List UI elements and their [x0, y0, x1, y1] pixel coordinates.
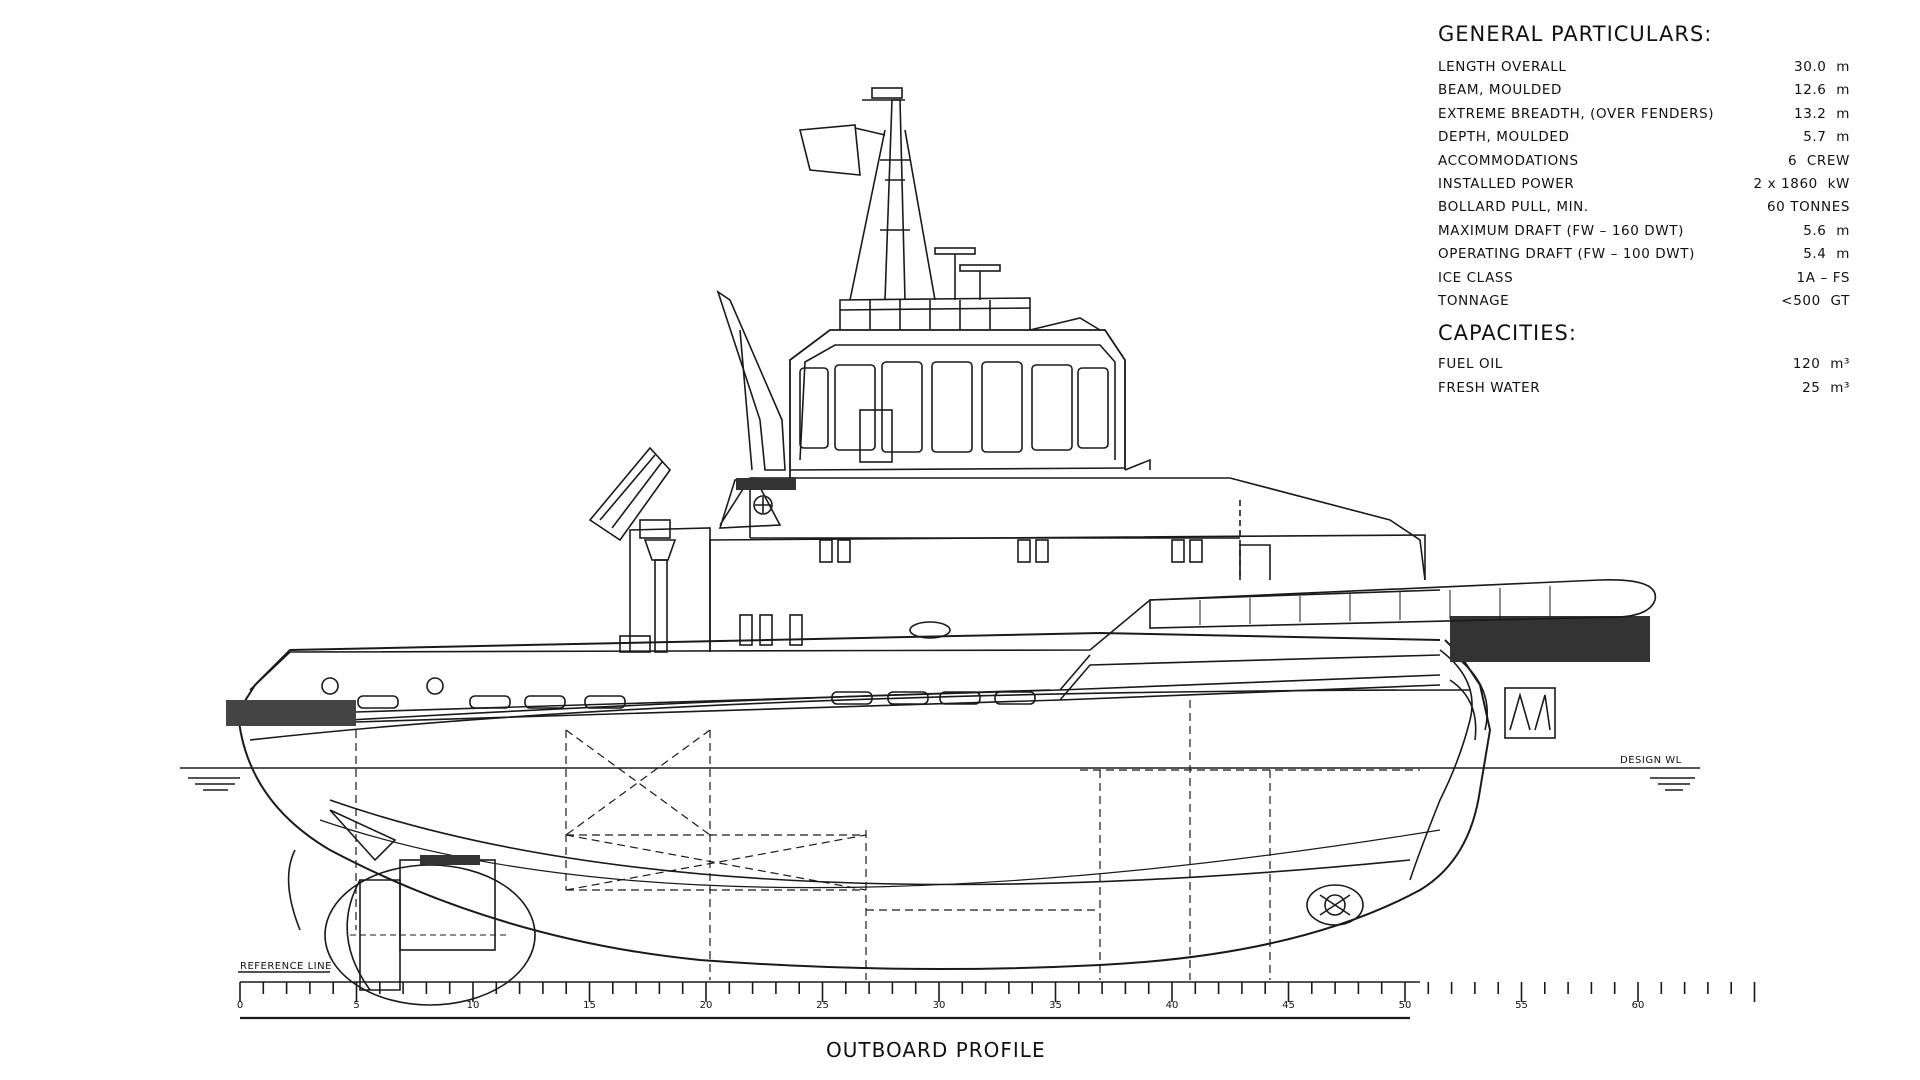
particular-value: 2 x 1860 kW [1753, 175, 1850, 192]
particular-row: BEAM, MOULDED 12.6 m [1438, 79, 1850, 102]
capacity-value: 120 m³ [1792, 356, 1850, 373]
deck-crane [588, 446, 677, 653]
capacity-label: FUEL OIL [1438, 356, 1503, 373]
particular-value: 30.0 m [1794, 59, 1850, 75]
scale-label: 35 [1049, 1000, 1062, 1011]
particular-value: 5.7 m [1803, 129, 1850, 146]
scale-label: 40 [1166, 1000, 1179, 1011]
particular-label: BOLLARD PULL, MIN. [1438, 199, 1589, 216]
hull [226, 616, 1650, 970]
capacity-row: FUEL OIL 120 m³ [1438, 353, 1850, 376]
particular-label: ICE CLASS [1438, 269, 1514, 286]
particular-value: 60 TONNES [1766, 199, 1850, 216]
reference-scale [238, 971, 1756, 1020]
particular-label: TONNAGE [1438, 292, 1510, 309]
capacities-list: FUEL OIL 120 m³ FRESH WATER 25 m³ [1438, 353, 1850, 400]
scale-label: 10 [467, 1000, 480, 1011]
capacity-value: 25 m³ [1802, 379, 1850, 396]
particular-row: LENGTH OVERALL 30.0 m [1438, 56, 1850, 79]
scale-label: 15 [583, 1000, 596, 1011]
stern-skeg [287, 809, 397, 931]
particular-value: 5.4 m [1803, 246, 1850, 263]
scale-label: 0 [237, 1000, 243, 1011]
capacities-title: CAPACITIES: [1438, 321, 1577, 346]
particular-label: MAXIMUM DRAFT (FW – 160 DWT) [1438, 222, 1684, 239]
scale-label: 30 [933, 1000, 946, 1011]
particular-row: ICE CLASS 1A – FS [1438, 267, 1850, 290]
wheelhouse [789, 297, 1151, 478]
internal-compartments [355, 700, 1420, 980]
scale-ticks [239, 982, 1756, 1002]
particular-label: EXTREME BREADTH, (OVER FENDERS) [1438, 105, 1715, 122]
general-particulars-title: GENERAL PARTICULARS: [1438, 22, 1713, 46]
specification-panel: GENERAL PARTICULARS: LENGTH OVERALL 30.0 … [1438, 18, 1850, 400]
scale-label: 5 [353, 1000, 359, 1011]
particular-value: 13.2 m [1794, 105, 1850, 122]
particular-row: EXTREME BREADTH, (OVER FENDERS) 13.2 m [1438, 103, 1850, 126]
reference-line-label: REFERENCE LINE [240, 961, 332, 972]
particular-row: OPERATING DRAFT (FW – 100 DWT) 5.4 m [1438, 243, 1850, 266]
capacity-label: FRESH WATER [1438, 379, 1541, 396]
particular-value: 6 CREW [1787, 152, 1850, 169]
scale-label: 60 [1632, 1000, 1645, 1011]
design-waterline [180, 767, 1700, 791]
main-deck [249, 579, 1657, 739]
scale-label: 20 [700, 1000, 713, 1011]
azimuth-thruster [324, 855, 536, 1006]
particular-row: ACCOMMODATIONS 6 CREW [1438, 150, 1850, 173]
exhaust-stack [716, 290, 796, 529]
mast [798, 87, 1001, 301]
particular-label: BEAM, MOULDED [1438, 82, 1563, 99]
particular-value: <500 GT [1781, 292, 1850, 309]
scale-label: 55 [1515, 1000, 1528, 1011]
particular-label: LENGTH OVERALL [1438, 59, 1567, 75]
capacity-row: FRESH WATER 25 m³ [1438, 377, 1850, 400]
design-wl-label: DESIGN WL [1620, 755, 1682, 766]
bow-thruster-symbol [1306, 884, 1364, 926]
scale-label: 25 [816, 1000, 829, 1011]
particular-value: 12.6 m [1794, 82, 1850, 99]
particular-row: DEPTH, MOULDED 5.7 m [1438, 126, 1850, 149]
scale-label: 45 [1282, 1000, 1295, 1011]
particular-row: MAXIMUM DRAFT (FW – 160 DWT) 5.6 m [1438, 220, 1850, 243]
scale-labels: 0 5 10 15 20 25 30 35 40 45 50 55 60 [237, 1000, 1645, 1011]
particular-label: OPERATING DRAFT (FW – 100 DWT) [1438, 246, 1695, 263]
particular-row: TONNAGE <500 GT [1438, 290, 1850, 313]
general-particulars-list: LENGTH OVERALL 30.0 m BEAM, MOULDED 12.6 m E… [1438, 56, 1850, 313]
deckhouse [619, 477, 1426, 653]
particular-row: INSTALLED POWER 2 x 1860 kW [1438, 173, 1850, 196]
particular-value: 5.6 m [1803, 222, 1850, 239]
particular-row: BOLLARD PULL, MIN. 60 TONNES [1438, 196, 1850, 219]
drawing-caption: OUTBOARD PROFILE [826, 1038, 1046, 1062]
particular-label: INSTALLED POWER [1438, 175, 1575, 192]
particular-label: DEPTH, MOULDED [1438, 129, 1570, 146]
particular-label: ACCOMMODATIONS [1438, 152, 1579, 169]
scale-label: 50 [1399, 1000, 1412, 1011]
particular-value: 1A – FS [1796, 269, 1850, 286]
